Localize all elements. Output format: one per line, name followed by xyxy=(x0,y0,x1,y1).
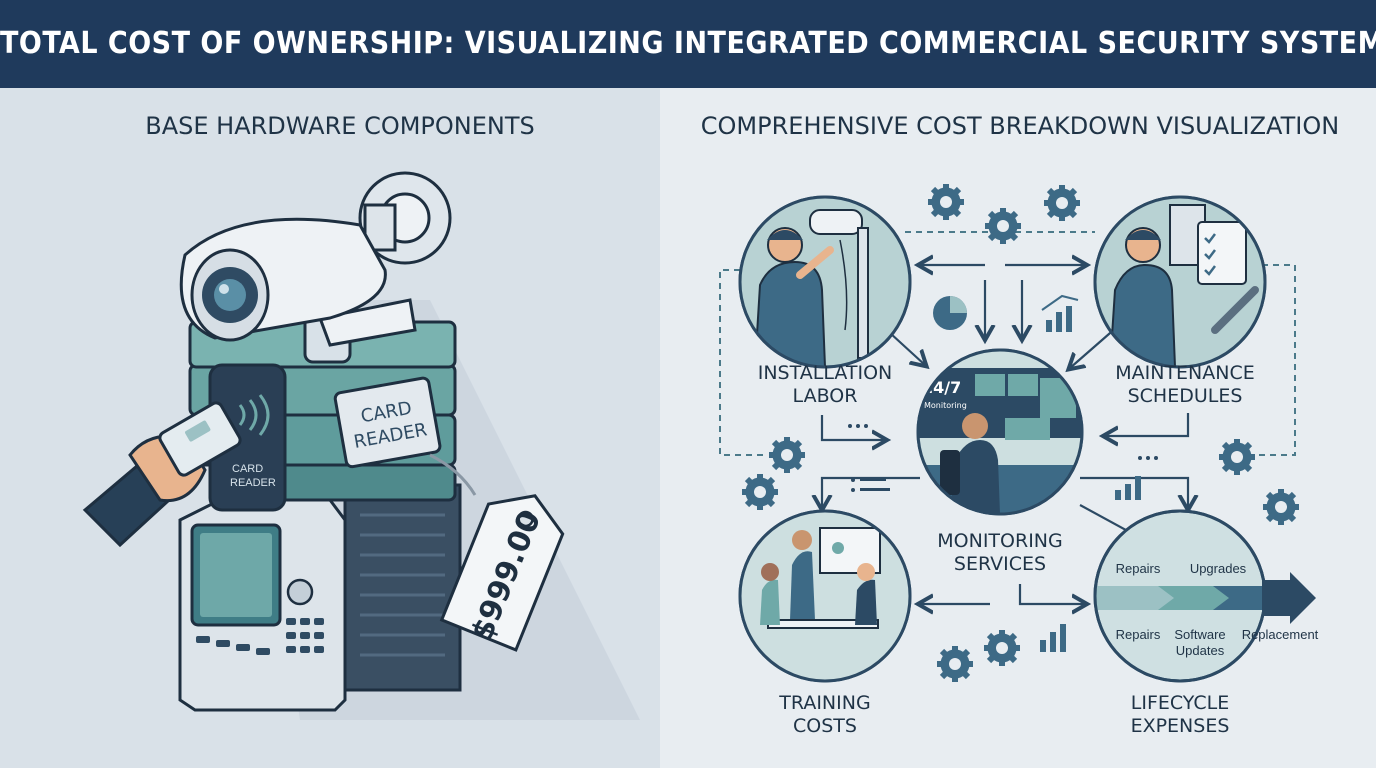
monitoring-label-line-2: SERVICES xyxy=(953,553,1047,575)
lifecycle-bottom-updates: Updates xyxy=(1176,643,1225,658)
lifecycle-bottom-repairs: Repairs xyxy=(1116,627,1161,642)
installation-label-line-2: LABOR xyxy=(792,385,858,407)
monitoring-caption-label: Monitoring xyxy=(924,401,967,410)
maintenance-label-line-1: MAINTENANCE xyxy=(1115,362,1255,384)
monitoring-label-line-1: MONITORING xyxy=(937,530,1063,552)
installation-label-line-1: INSTALLATION xyxy=(757,362,893,384)
gear-icon-2 xyxy=(985,208,1021,244)
lifecycle-top-repairs: Repairs xyxy=(1116,561,1161,576)
title-banner xyxy=(0,0,1376,88)
installation-label: INSTALLATION LABOR xyxy=(745,362,905,408)
training-label-line-1: TRAINING xyxy=(779,692,871,714)
installation-node xyxy=(738,195,912,369)
card-reader-device-label-1: CARD xyxy=(232,463,263,475)
hardware-illustration: CARD READER CARD READER xyxy=(82,171,640,720)
cost-breakdown-diagram: 24/7 Monitoring xyxy=(719,180,1319,683)
lifecycle-top-upgrades: Upgrades xyxy=(1190,561,1247,576)
maintenance-node xyxy=(1093,195,1267,369)
cost-breakdown-section-title: COMPREHENSIVE COST BREAKDOWN VISUALIZATI… xyxy=(700,112,1340,140)
hand-with-card xyxy=(82,401,242,548)
bar-chart-icon xyxy=(1041,294,1079,332)
hardware-section-title: BASE HARDWARE COMPONENTS xyxy=(145,112,535,140)
bar-chart-icon-3 xyxy=(1040,624,1066,652)
lifecycle-label-line-1: LIFECYCLE xyxy=(1130,692,1230,714)
card-reader-device: CARD READER xyxy=(208,363,287,512)
lifecycle-label-line-2: EXPENSES xyxy=(1130,715,1230,737)
access-control-keypad xyxy=(178,498,347,712)
gear-icon-1 xyxy=(928,184,964,220)
training-label: TRAINING COSTS xyxy=(745,692,905,738)
bar-chart-icon-2 xyxy=(1115,476,1141,500)
gear-icon-6 xyxy=(1219,439,1255,475)
training-label-line-2: COSTS xyxy=(793,715,857,737)
gear-icon-9 xyxy=(937,646,973,682)
security-camera xyxy=(179,171,452,364)
training-node xyxy=(738,509,912,683)
page-title: TOTAL COST OF OWNERSHIP: VISUALIZING INT… xyxy=(0,26,1376,61)
pie-chart-icon xyxy=(933,296,967,330)
lifecycle-bottom-software: Software xyxy=(1174,627,1225,642)
gear-icon-4 xyxy=(769,437,805,473)
maintenance-label-line-2: SCHEDULES xyxy=(1127,385,1243,407)
card-reader-device-label-2: READER xyxy=(230,477,276,489)
card-reader-sign: CARD READER xyxy=(333,376,442,469)
lifecycle-bottom-replacement: Replacement xyxy=(1242,627,1319,642)
maintenance-label: MAINTENANCE SCHEDULES xyxy=(1100,362,1270,408)
gear-icon-7 xyxy=(1263,489,1299,525)
lifecycle-node: Repairs Upgrades Repairs Software Update… xyxy=(1093,509,1319,683)
monitoring-label: MONITORING SERVICES xyxy=(920,530,1080,576)
gear-icon-5 xyxy=(742,474,778,510)
gear-icon-8 xyxy=(984,630,1020,666)
lifecycle-label: LIFECYCLE EXPENSES xyxy=(1100,692,1260,738)
gear-icon-3 xyxy=(1044,185,1080,221)
monitoring-node: 24/7 Monitoring xyxy=(916,348,1084,516)
